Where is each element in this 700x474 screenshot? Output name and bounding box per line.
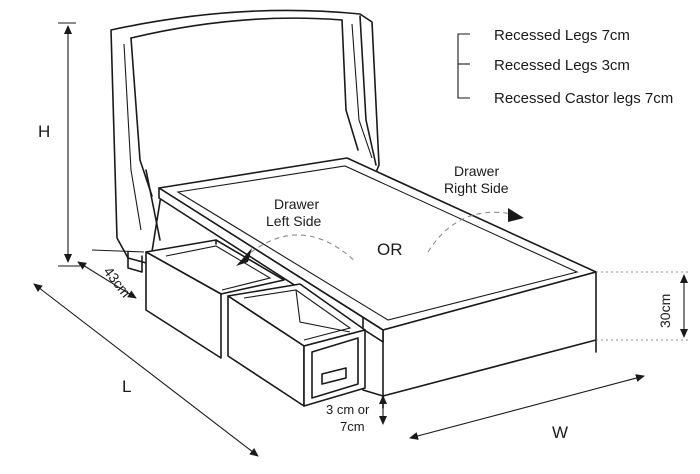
- base-height-label: 30cm: [657, 294, 673, 328]
- width-dimension: [409, 374, 645, 440]
- base-height-dimension: [596, 271, 690, 341]
- height-dimension: [58, 22, 80, 267]
- or-label: OR: [377, 240, 403, 259]
- drawer-right-label-line1: Drawer: [454, 163, 499, 179]
- leg-height-label-line1: 3 cm or: [326, 402, 370, 417]
- left-arrow-icon: [236, 248, 252, 266]
- leg-options-legend: Recessed Legs 7cm Recessed Legs 3cm Rece…: [457, 27, 673, 107]
- right-arrow-icon: [508, 208, 524, 222]
- drawer-right-label-line2: Right Side: [444, 180, 509, 196]
- length-label: L: [122, 377, 131, 396]
- drawer-left-label-line2: Left Side: [266, 213, 321, 229]
- legend-item-recessed-castor-legs-7cm: Recessed Castor legs 7cm: [494, 90, 673, 107]
- width-label: W: [552, 423, 568, 442]
- leg-height-label-line2: 7cm: [340, 419, 365, 434]
- legend-item-recessed-legs-3cm: Recessed Legs 3cm: [494, 57, 630, 74]
- drawer-left-label-line1: Drawer: [274, 196, 319, 212]
- drawer-side-indicators: [236, 208, 524, 266]
- legend-item-recessed-legs-7cm: Recessed Legs 7cm: [494, 27, 630, 44]
- length-dimension: [33, 283, 259, 457]
- drawer-handle: [321, 367, 347, 385]
- height-label: H: [38, 122, 50, 141]
